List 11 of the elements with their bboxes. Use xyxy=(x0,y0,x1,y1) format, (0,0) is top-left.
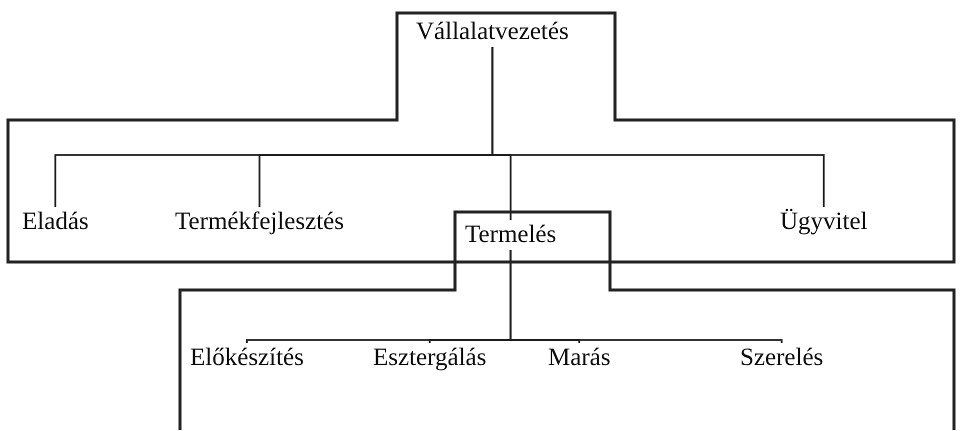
connector-line xyxy=(491,47,825,207)
connector-line xyxy=(510,250,783,344)
unit-label: Szerelés xyxy=(740,343,824,373)
unit-label: Termékfejlesztés xyxy=(175,207,344,237)
unit-title: Vállalatvezetés xyxy=(416,17,569,47)
unit-label: Marás xyxy=(548,343,610,373)
unit-label: Eladás xyxy=(22,207,89,237)
unit-label: Ügyvitel xyxy=(780,207,868,237)
unit-label: Esztergálás xyxy=(373,343,486,373)
unit-title: Termelés xyxy=(465,220,556,250)
unit-label: Előkészítés xyxy=(190,343,304,373)
